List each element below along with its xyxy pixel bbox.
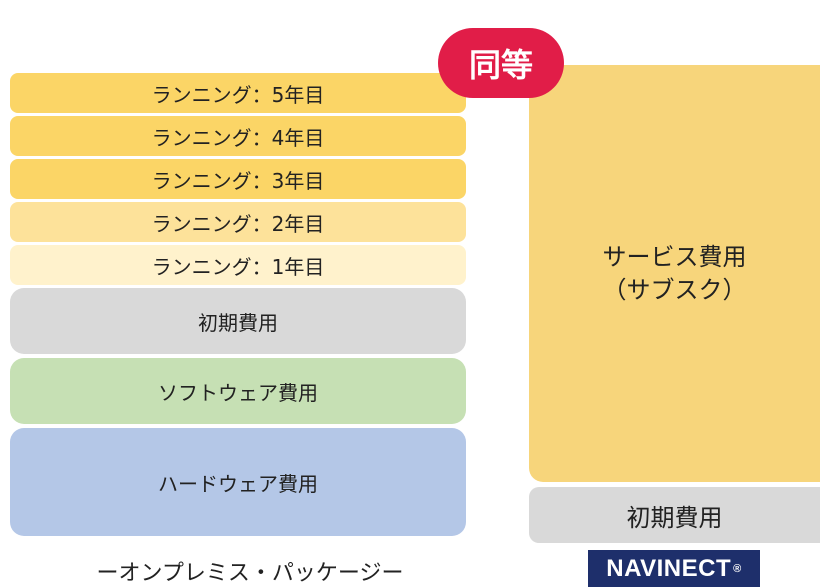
initial-cost-label: 初期費用 (198, 310, 278, 335)
service-cost-sublabel: （サブスク） (602, 275, 747, 304)
equivalent-badge: 同等 (438, 28, 564, 98)
hardware-cost-label: ハードウェア費用 (158, 471, 318, 496)
running-year2-label: ランニング：2年目 (151, 211, 325, 236)
running-year3-block: ランニング：3年目 (10, 159, 466, 199)
running-year2-block: ランニング：2年目 (10, 202, 466, 242)
onprem-caption: ーオンプレミス・パッケージー (96, 561, 404, 586)
hardware-cost-block: ハードウェア費用 (10, 428, 466, 536)
subscription-initial-cost-label: 初期費用 (626, 503, 723, 532)
logo-text: NAVINECT (606, 554, 732, 582)
running-year1-block: ランニング：1年目 (10, 245, 466, 285)
running-year4-block: ランニング：4年目 (10, 116, 466, 156)
service-cost-block: サービス費用 （サブスク） (529, 65, 820, 482)
running-year3-label: ランニング：3年目 (151, 168, 325, 193)
software-cost-block: ソフトウェア費用 (10, 358, 466, 424)
navinect-logo: NAVINECT® (588, 550, 760, 587)
service-cost-label: サービス費用 (602, 243, 747, 272)
running-year4-label: ランニング：4年目 (151, 125, 325, 150)
running-year5-label: ランニング：5年目 (151, 82, 325, 107)
running-year1-label: ランニング：1年目 (151, 254, 325, 279)
running-year5-block: ランニング：5年目 (10, 73, 466, 113)
subscription-initial-cost-block: 初期費用 (529, 487, 820, 543)
registered-mark: ® (733, 562, 742, 575)
software-cost-label: ソフトウェア費用 (158, 380, 318, 405)
initial-cost-block: 初期費用 (10, 288, 466, 354)
